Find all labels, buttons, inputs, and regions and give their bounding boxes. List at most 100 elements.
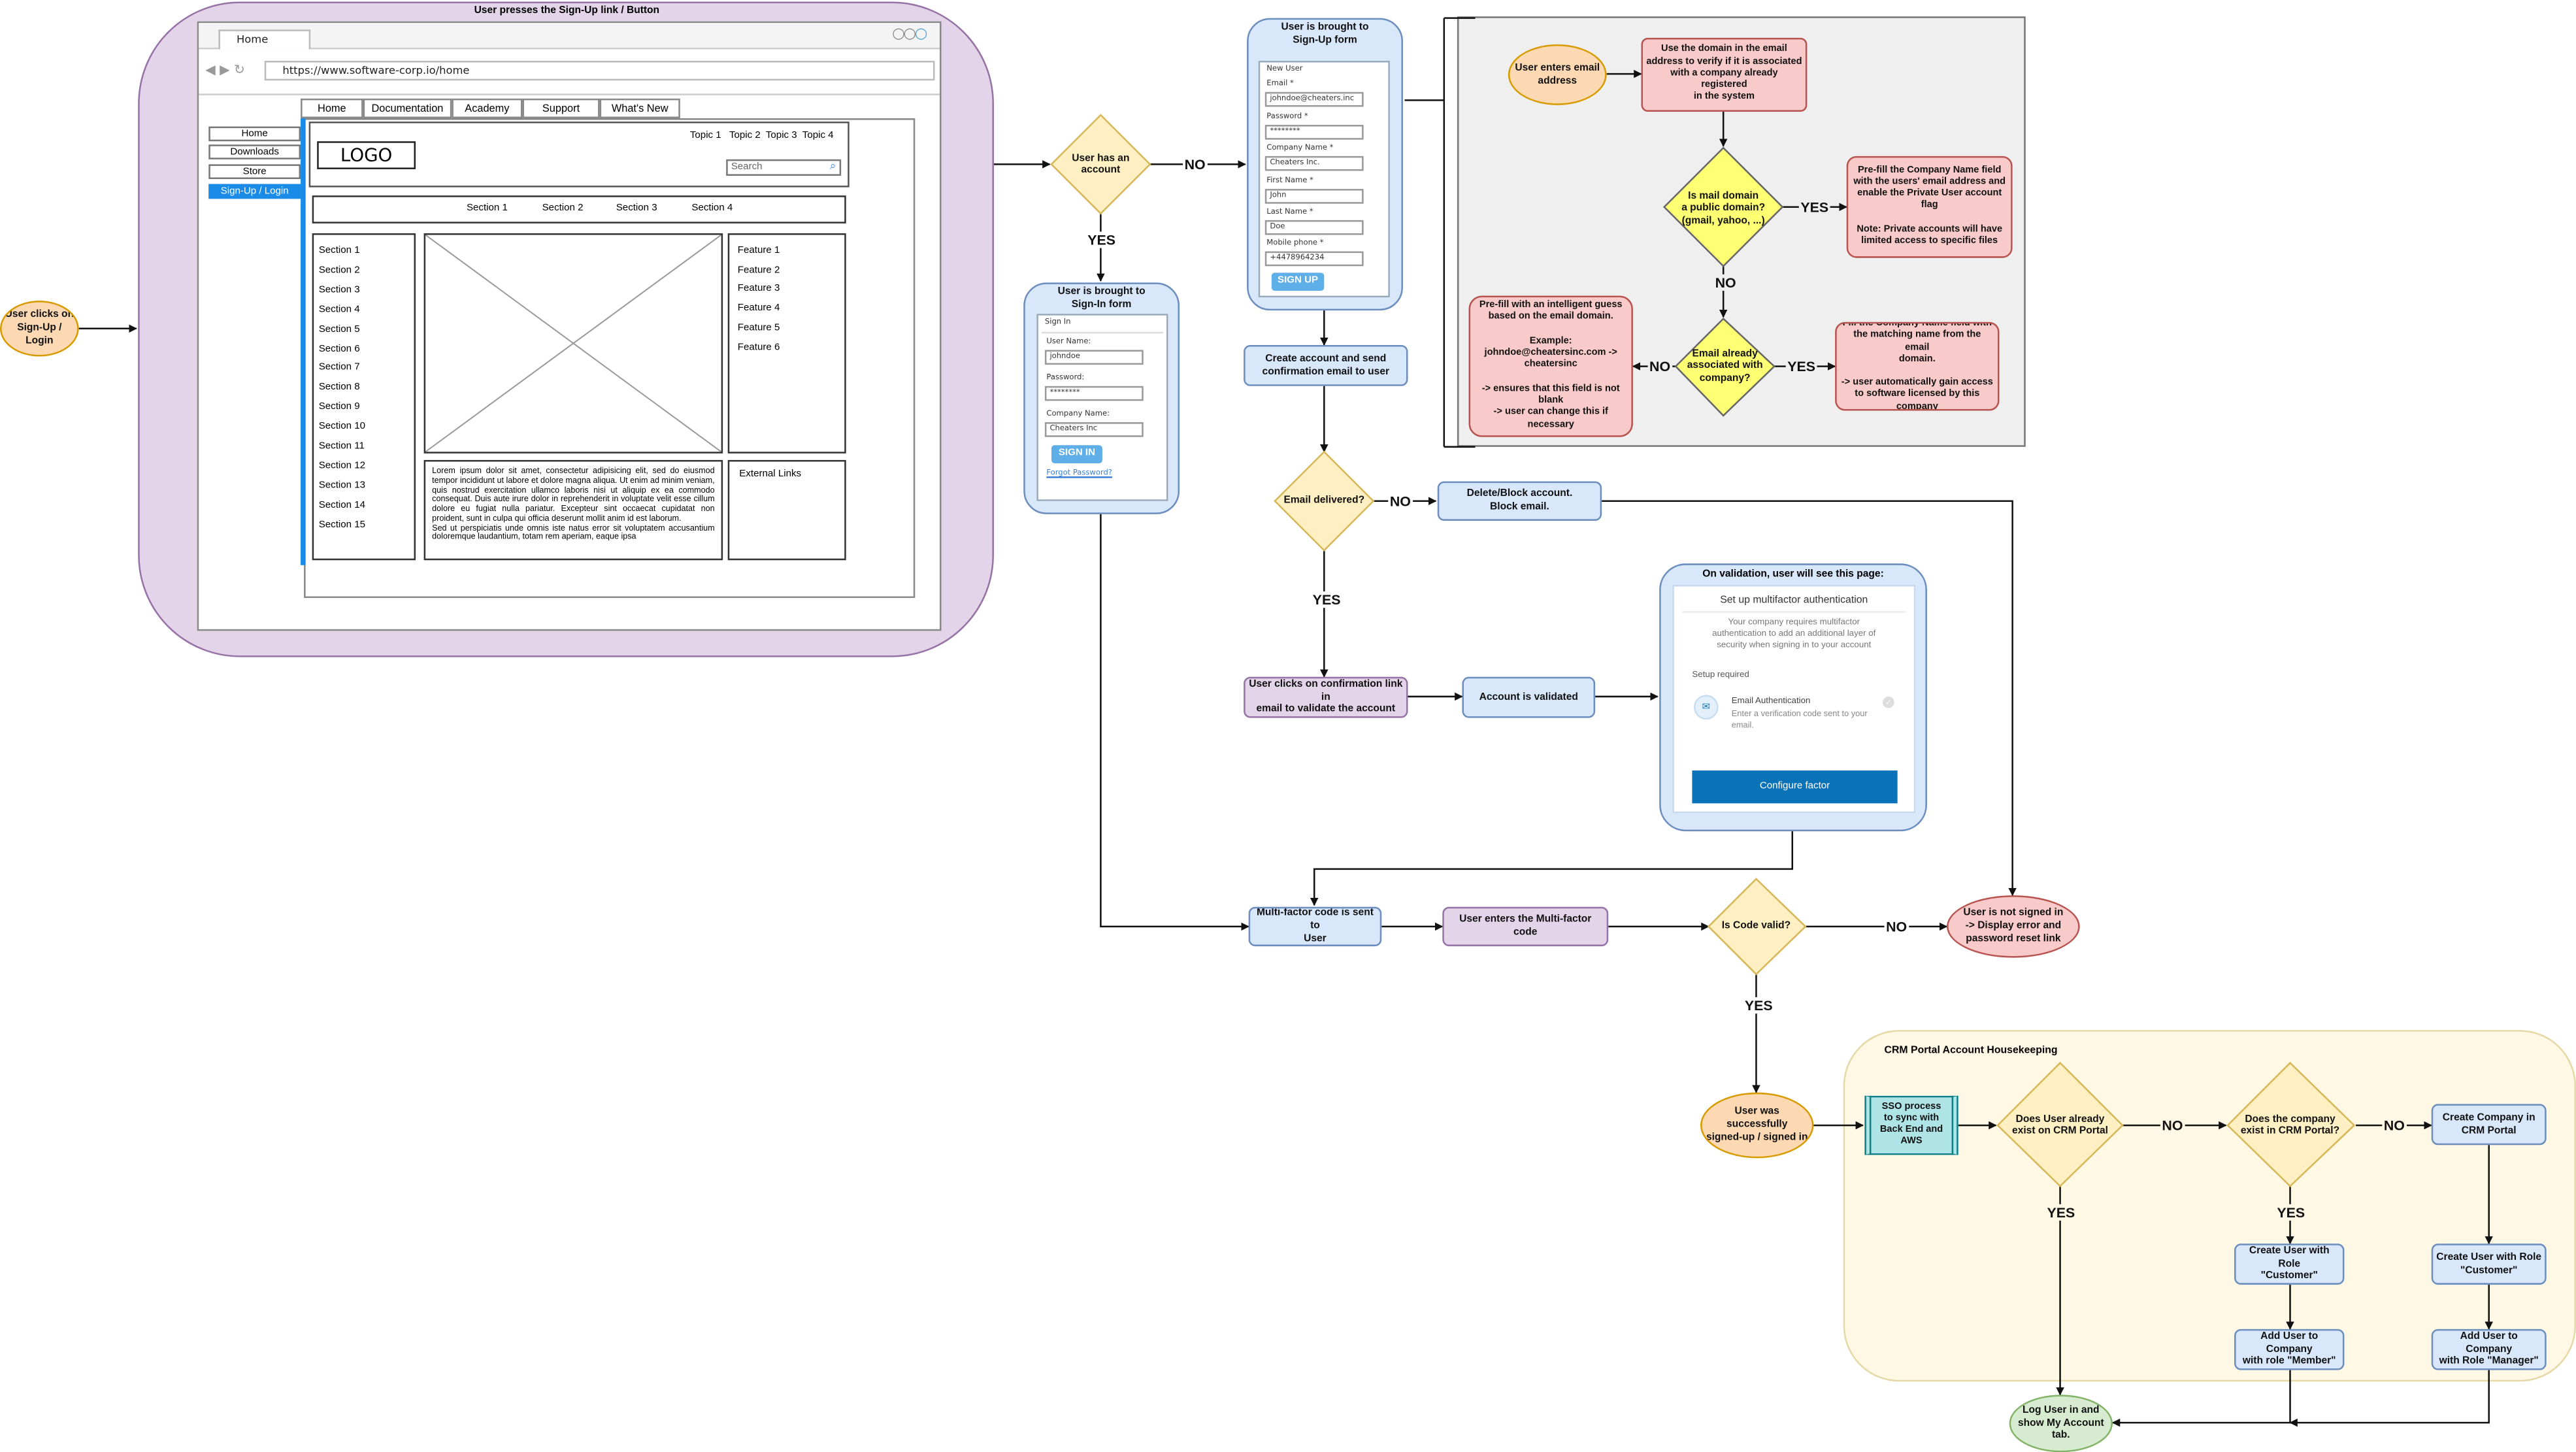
mfa-option-desc: Enter a verification code sent to your e… bbox=[1731, 710, 1868, 731]
create-account-node: Create account and send confirmation ema… bbox=[1244, 344, 1408, 386]
signup-email-input[interactable]: johndoe@cheaters.inc bbox=[1264, 91, 1364, 107]
section-list-item[interactable]: Section 12 bbox=[318, 461, 366, 472]
arrow-manager-to-login bbox=[2289, 1370, 2490, 1427]
signin-button[interactable]: SIGN IN bbox=[1051, 445, 1102, 463]
add-manager-node: Add User to Company with Role "Manager" bbox=[2431, 1328, 2547, 1370]
enters-mfa-node: User enters the Multi-factor code bbox=[1442, 906, 1609, 947]
url-bar[interactable]: https://www.software-corp.io/home bbox=[264, 61, 935, 81]
section-list-item[interactable]: Section 9 bbox=[318, 403, 360, 413]
top-tab-support[interactable]: Support bbox=[522, 98, 600, 119]
mfa-option-title[interactable]: Email Authentication bbox=[1731, 696, 1811, 707]
signin-title: User is brought to Sign-In form bbox=[1057, 286, 1146, 311]
section-list-item[interactable]: Section 11 bbox=[318, 442, 365, 452]
section-list-item[interactable]: Section 2 bbox=[318, 265, 360, 276]
side-nav-home[interactable]: Home bbox=[208, 126, 301, 142]
signin-heading: Sign In bbox=[1044, 318, 1071, 327]
exists-crm-text: Does User already exist on CRM Portal bbox=[2012, 1113, 2109, 1137]
signup-first-input[interactable]: John bbox=[1264, 189, 1364, 204]
feature-list-item[interactable]: Feature 6 bbox=[737, 342, 780, 353]
section-list-item[interactable]: Section 13 bbox=[318, 481, 366, 491]
side-nav-signup-login[interactable]: Sign-Up / Login bbox=[208, 184, 301, 199]
label-yes-exists: YES bbox=[2045, 1204, 2077, 1221]
forgot-password-link[interactable]: Forgot Password? bbox=[1046, 470, 1112, 478]
wire-external-links: External Links bbox=[727, 459, 846, 561]
section-list-item[interactable]: Section 10 bbox=[318, 422, 366, 433]
email-associated-text: Email already associated with company? bbox=[1687, 348, 1763, 384]
company-exists-text: Does the company exist in CRM Portal? bbox=[2240, 1113, 2340, 1137]
side-nav-store[interactable]: Store bbox=[208, 164, 301, 180]
label-yes-company: YES bbox=[2275, 1204, 2307, 1221]
external-links-text[interactable]: External Links bbox=[739, 470, 802, 480]
signup-button[interactable]: SIGN UP bbox=[1271, 272, 1325, 291]
section-list-item[interactable]: Section 7 bbox=[318, 363, 360, 374]
mfa-sent-node: Multi-factor code is sent to User bbox=[1248, 906, 1382, 947]
signup-title: User is brought to Sign-Up form bbox=[1281, 22, 1369, 46]
crm-housekeeping-container bbox=[1843, 1030, 2576, 1382]
label-yes-delivered: YES bbox=[1311, 591, 1342, 608]
feature-list-item[interactable]: Feature 3 bbox=[737, 284, 780, 295]
account-validated-node: Account is validated bbox=[1462, 676, 1596, 718]
feature-list-item[interactable]: Feature 1 bbox=[737, 246, 780, 257]
sections-bar-3[interactable]: Section 3 bbox=[616, 203, 657, 214]
feature-list-item[interactable]: Feature 2 bbox=[737, 265, 780, 276]
label-yes-public: YES bbox=[1798, 199, 1830, 216]
wire-search[interactable]: Search ⌕ bbox=[726, 159, 842, 176]
arrow-delete-to-notsigned bbox=[1602, 500, 2017, 897]
signin-pass-input[interactable]: ******** bbox=[1044, 386, 1144, 401]
section-list-item[interactable]: Section 5 bbox=[318, 324, 360, 335]
sections-bar-4[interactable]: Section 4 bbox=[691, 203, 733, 214]
section-list-item[interactable]: Section 14 bbox=[318, 500, 366, 511]
sections-bar-1[interactable]: Section 1 bbox=[466, 203, 508, 214]
section-list-item[interactable]: Section 1 bbox=[318, 246, 360, 257]
enters-email-node: User enters email address bbox=[1508, 44, 1607, 105]
label-no-delivered: NO bbox=[1388, 493, 1413, 510]
wire-topics[interactable]: Topic 1 Topic 2 Topic 3 Topic 4 bbox=[689, 131, 834, 142]
create-customer-a-node: Create User with Role "Customer" bbox=[2234, 1244, 2345, 1285]
side-nav-downloads[interactable]: Downloads bbox=[208, 144, 301, 159]
section-list-item[interactable]: Section 6 bbox=[318, 344, 360, 354]
sections-bar-2[interactable]: Section 2 bbox=[542, 203, 584, 214]
window-controls[interactable]: ○○○ bbox=[892, 26, 927, 43]
label-no-has-account: NO bbox=[1183, 156, 1208, 173]
signup-pass-label: Password * bbox=[1266, 113, 1308, 122]
section-list-item[interactable]: Section 4 bbox=[318, 305, 360, 315]
configure-factor-button[interactable]: Configure factor bbox=[1692, 770, 1898, 804]
page-highlight-bar bbox=[301, 118, 306, 565]
tab-title: Home bbox=[237, 33, 269, 46]
diamond-code-valid bbox=[1707, 878, 1807, 976]
signin-form bbox=[1036, 314, 1168, 501]
mfa-title: Set up multifactor authentication bbox=[1720, 595, 1868, 606]
signed-up-node: User was successfully signed-up / signed… bbox=[1700, 1092, 1814, 1159]
wire-section-list bbox=[312, 233, 416, 561]
section-list-item[interactable]: Section 3 bbox=[318, 285, 360, 296]
top-tab-academy[interactable]: Academy bbox=[452, 98, 523, 119]
arrow-member-to-login bbox=[2111, 1370, 2291, 1427]
signup-company-input[interactable]: Cheaters Inc. bbox=[1264, 156, 1364, 171]
signin-user-label: User Name: bbox=[1046, 338, 1091, 347]
bracket-signup-domain bbox=[1404, 17, 1476, 448]
user-clicks-signup: User clicks on Sign-Up / Login bbox=[0, 301, 79, 357]
top-tab-whats-new[interactable]: What's New bbox=[599, 98, 680, 119]
feature-list-item[interactable]: Feature 4 bbox=[737, 304, 780, 314]
browser-tab[interactable]: Home bbox=[218, 29, 311, 50]
section-list-item[interactable]: Section 15 bbox=[318, 520, 366, 531]
create-customer-b-node: Create User with Role "Customer" bbox=[2431, 1244, 2547, 1285]
signin-user-input[interactable]: johndoe bbox=[1044, 350, 1144, 365]
top-tab-home[interactable]: Home bbox=[301, 98, 363, 119]
login-show-node: Log User in and show My Account tab. bbox=[2009, 1394, 2113, 1452]
feature-list-item[interactable]: Feature 5 bbox=[737, 323, 780, 333]
signup-pass-input[interactable]: ******** bbox=[1264, 125, 1364, 140]
top-tab-documentation[interactable]: Documentation bbox=[363, 98, 452, 119]
section-list-item[interactable]: Section 8 bbox=[318, 383, 360, 393]
signin-divider bbox=[1041, 331, 1163, 334]
mfa-description: Your company requires multifactor authen… bbox=[1712, 618, 1876, 650]
signup-last-input[interactable]: Doe bbox=[1264, 220, 1364, 235]
mfa-setup-required: Setup required bbox=[1692, 670, 1749, 680]
browser-nav-icons[interactable]: ◀ ▶ ↻ bbox=[205, 62, 245, 78]
signup-mobile-input[interactable]: +4478964234 bbox=[1264, 251, 1364, 267]
signin-company-input[interactable]: Cheaters Inc bbox=[1044, 422, 1144, 437]
prefill-private-node: Pre-fill the Company Name field with the… bbox=[1846, 156, 2013, 258]
diamond-email-associated bbox=[1674, 317, 1775, 417]
add-member-node: Add User to Company with role "Member" bbox=[2234, 1328, 2345, 1370]
signin-company-label: Company Name: bbox=[1046, 410, 1110, 420]
